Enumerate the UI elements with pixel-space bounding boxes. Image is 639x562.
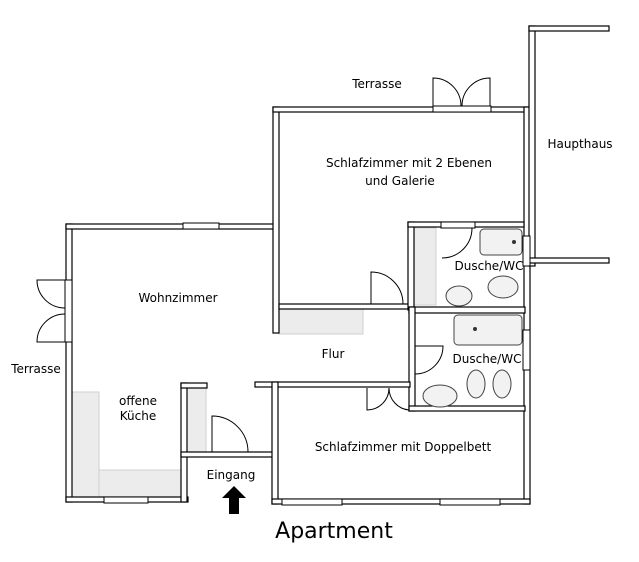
window-bath-right — [522, 329, 531, 371]
wall-bedroom2-bottom — [271, 498, 531, 505]
wall-haupthaus-top — [528, 25, 610, 32]
wall-kitchen-stub — [180, 382, 208, 389]
toilet-lower-1 — [466, 369, 486, 399]
doors — [36, 77, 492, 453]
label-bedroom-double: Schlafzimmer mit Doppelbett — [315, 440, 492, 454]
shower-tray-upper — [479, 228, 523, 256]
bathroom-fixtures — [422, 228, 523, 408]
label-bedroom-two-levels-2: und Galerie — [365, 174, 435, 188]
wall-bath-divider — [408, 306, 526, 314]
wall-left-outer — [65, 223, 73, 503]
wall-hall-bottom — [254, 381, 411, 388]
shower-tray-lower — [453, 314, 523, 346]
toilet-upper — [487, 275, 519, 299]
label-kitchen-1: offene — [119, 394, 157, 408]
label-bedroom-two-levels-1: Schlafzimmer mit 2 Ebenen — [326, 156, 492, 170]
label-shower-wc-upper: Dusche/WC — [455, 259, 524, 273]
hall-wardrobe — [278, 307, 364, 335]
kitchen-counter-left — [71, 391, 100, 499]
label-living-room: Wohnzimmer — [138, 291, 217, 305]
window-bath-top — [440, 221, 476, 229]
label-hallway: Flur — [322, 347, 345, 361]
window-kitchen-bottom — [103, 496, 149, 504]
label-shower-wc-lower: Dusche/WC — [453, 352, 522, 366]
toilet-lower-2 — [492, 369, 512, 399]
wall-living-top — [65, 223, 279, 230]
wall-bedroom2-left — [271, 381, 279, 505]
bedroom-wardrobe — [413, 227, 437, 306]
wall-bath-lower-bottom — [408, 405, 526, 412]
wall-haupthaus — [528, 25, 536, 267]
wall-bathroom-left-upper — [407, 221, 415, 311]
sink-upper — [445, 285, 473, 307]
window-upperbath-right — [522, 235, 531, 267]
window-living-top — [182, 222, 220, 230]
built-in-furniture — [71, 227, 437, 499]
window-bedroom2-bottom — [439, 498, 501, 506]
wall-kitchen-right — [180, 382, 188, 503]
windows — [103, 221, 531, 506]
label-terrace-top: Terrasse — [351, 77, 402, 91]
kitchen-counter-bottom — [98, 469, 182, 499]
plan-title: Apartment — [275, 519, 393, 544]
wall-haupthaus-bottom — [528, 257, 610, 264]
label-kitchen-2: Küche — [120, 409, 156, 423]
wall-bath-lower-left — [408, 306, 416, 412]
label-main-house: Haupthaus — [547, 137, 612, 151]
kitchen-counter-right — [185, 385, 207, 453]
entrance-arrow-icon — [222, 486, 246, 514]
wall-bedroom-bottom — [278, 303, 410, 310]
label-terrace-left: Terrasse — [10, 362, 61, 376]
label-entrance: Eingang — [207, 468, 256, 482]
window-bedroom2-bottom-left — [281, 498, 343, 506]
wall-bedroom-left — [272, 106, 280, 334]
sink-lower — [422, 384, 458, 408]
wall-entrance-top — [180, 451, 274, 458]
